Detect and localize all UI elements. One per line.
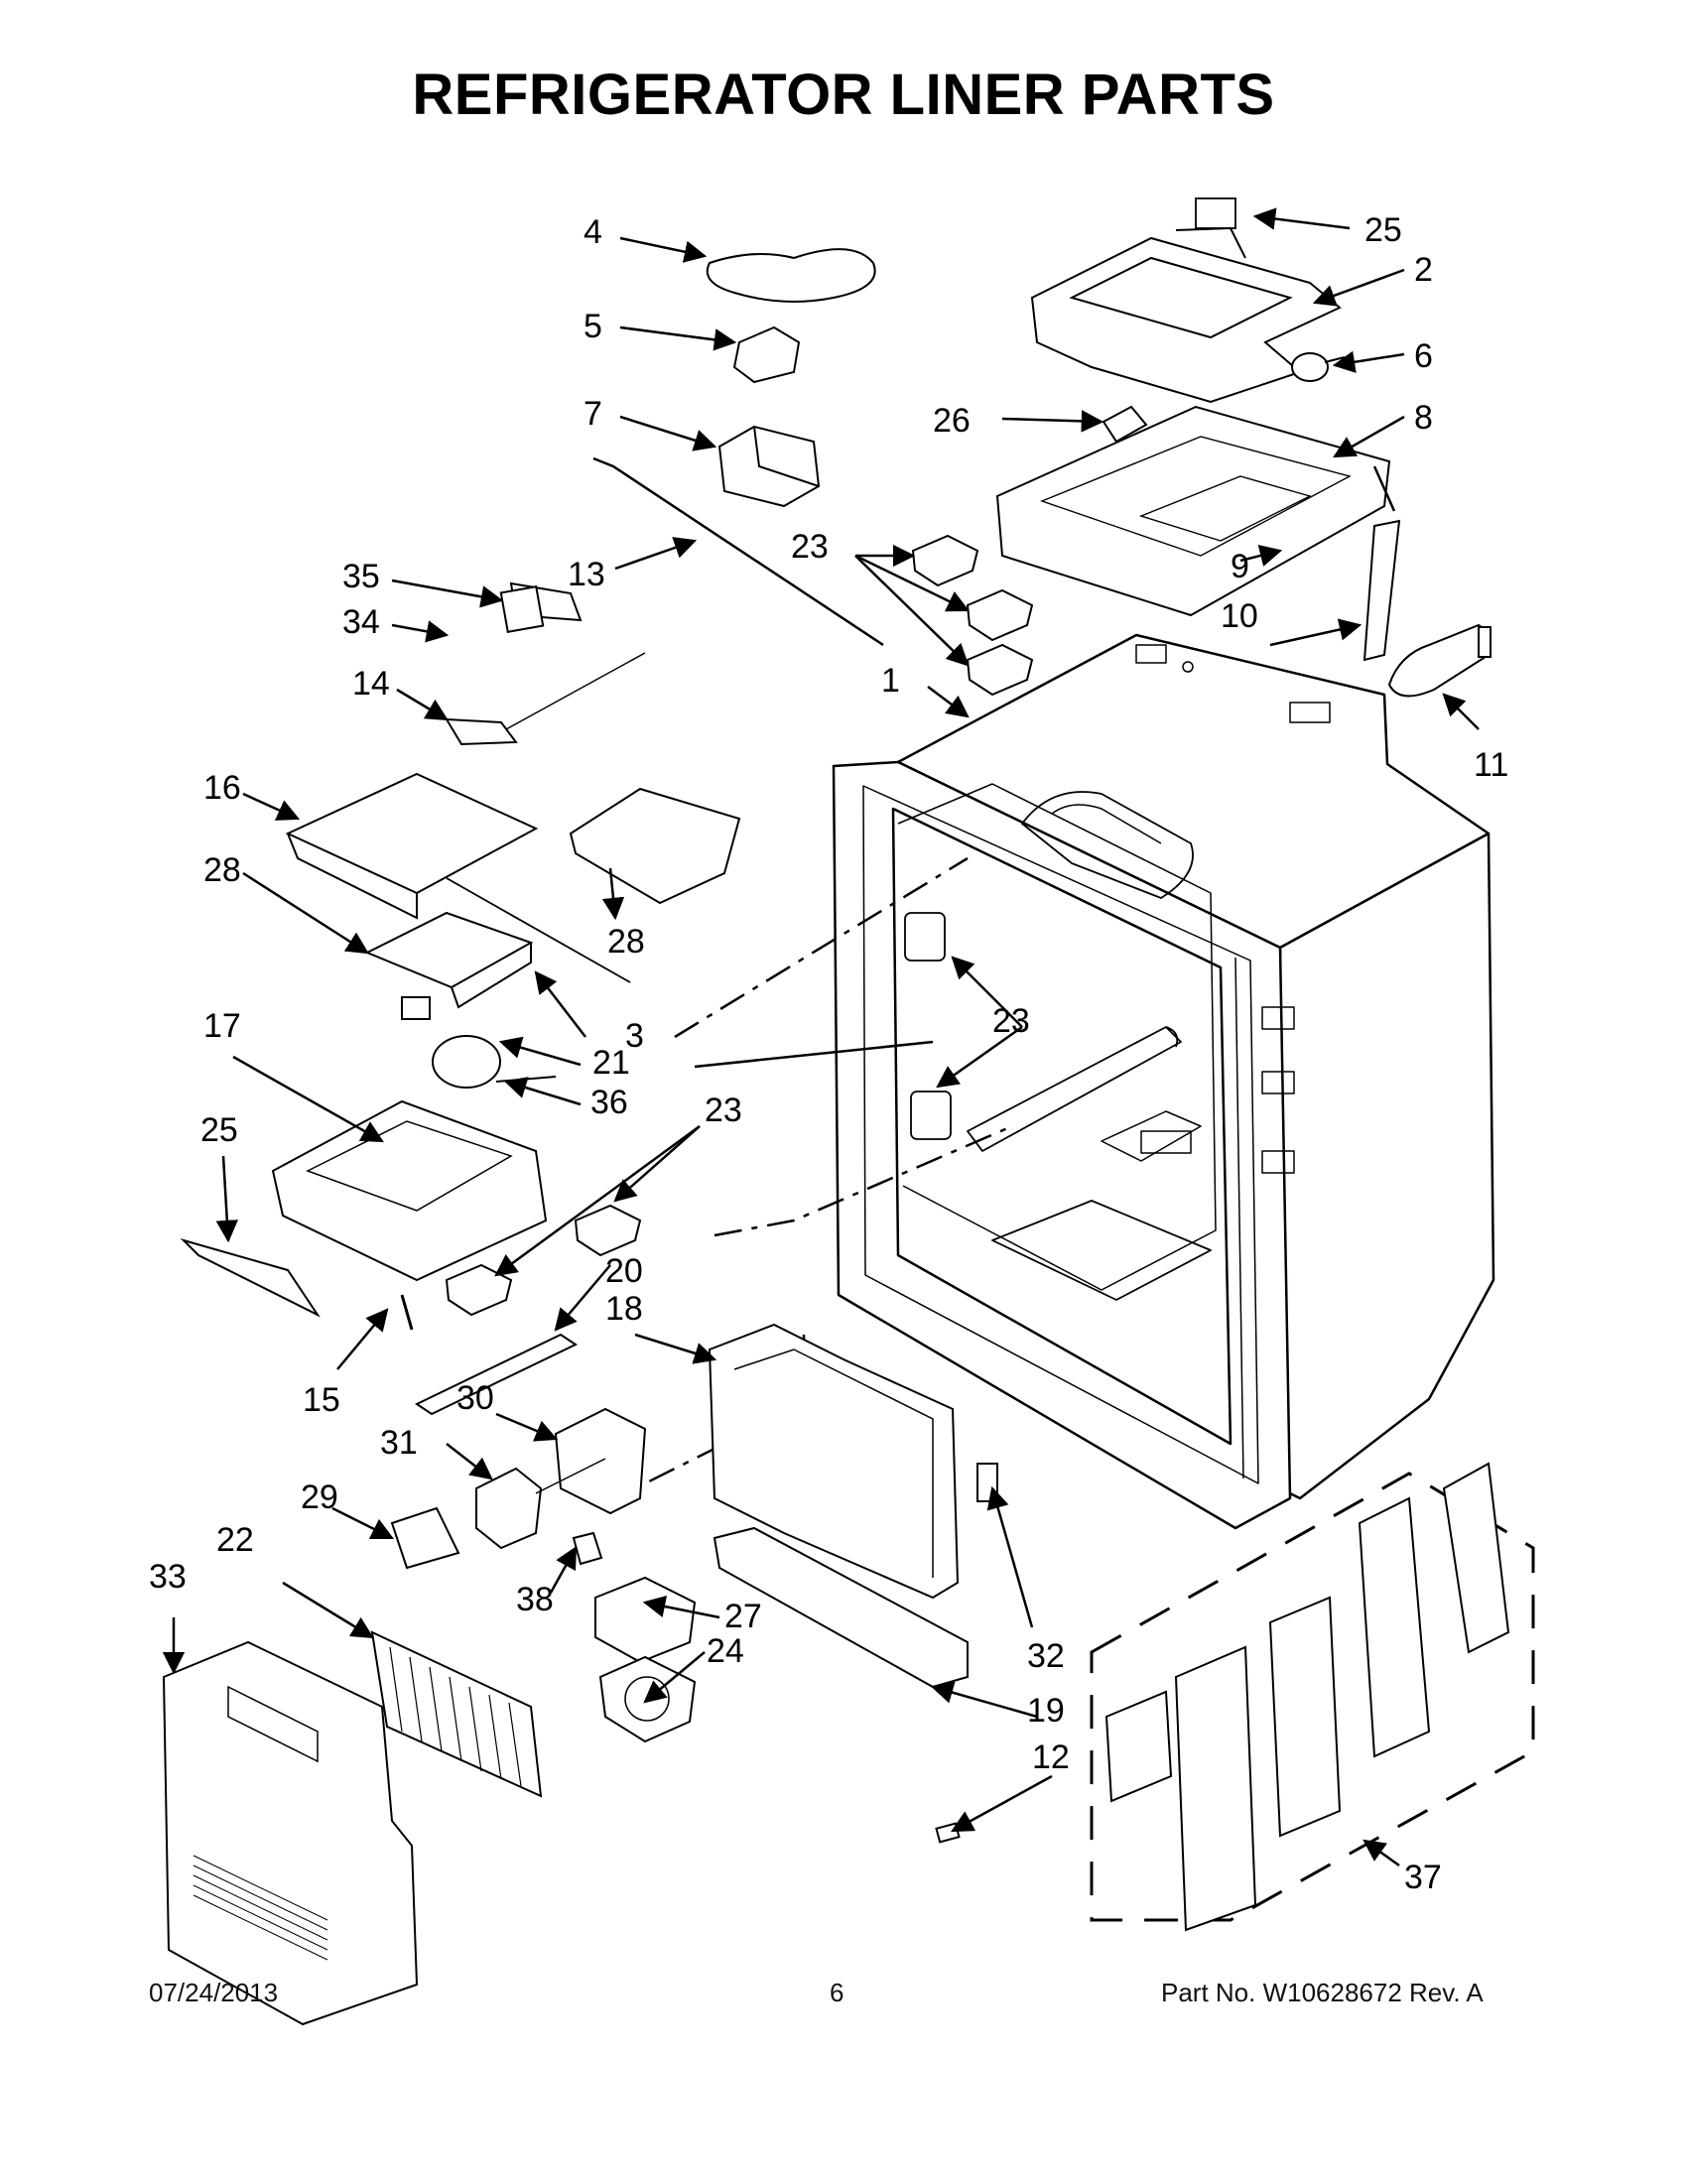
- callout-1: 1: [881, 662, 900, 700]
- callout-31: 29: [301, 1478, 338, 1516]
- callout-9: 9: [1231, 548, 1249, 585]
- callout-36: 34: [342, 603, 380, 641]
- footer-part-number: Part No. W10628672 Rev. A: [1161, 1978, 1484, 2007]
- callout-25: 25: [200, 1111, 238, 1149]
- callout-labels: 25 2 6 8 9 10 11 26 4 5 7 23 1 13 35 34 …: [149, 211, 1508, 1896]
- callout-4: 4: [584, 213, 602, 251]
- callout-29: 27: [724, 1598, 762, 1635]
- callout-6: 6: [1414, 337, 1433, 375]
- upper-left-parts: [180, 248, 1034, 1416]
- callout-32: 30: [456, 1379, 494, 1417]
- callout-33: 31: [380, 1424, 418, 1462]
- callout-27: 25: [1364, 211, 1402, 249]
- callout-38: 36: [590, 1084, 628, 1121]
- callout-10: 10: [1221, 597, 1258, 635]
- callout-15: 15: [303, 1381, 340, 1419]
- callout-22: 22: [216, 1521, 254, 1559]
- callout-2: 2: [1414, 251, 1433, 289]
- callout-11: 11: [1474, 746, 1508, 784]
- callout-8: 8: [1414, 399, 1433, 437]
- callout-23-right: 23: [992, 1002, 1030, 1040]
- callout-24: 24: [707, 1632, 744, 1670]
- lower-parts: [162, 1323, 998, 2026]
- callout-16: 16: [203, 769, 241, 807]
- callout-14: 14: [352, 665, 390, 703]
- callout-18: 18: [605, 1290, 643, 1328]
- callout-28: 28: [203, 851, 241, 889]
- callout-12: 12: [1032, 1738, 1070, 1776]
- page-title: REFRIGERATOR LINER PARTS: [412, 63, 1275, 127]
- callout-23-top: 23: [791, 528, 829, 566]
- footer-date: 07/24/2013: [149, 1978, 279, 2007]
- callout-34: 32: [1027, 1637, 1065, 1675]
- callout-13: 13: [568, 556, 605, 593]
- callout-7: 7: [584, 395, 602, 433]
- callout-40: 38: [516, 1581, 554, 1618]
- callout-37: 35: [342, 558, 380, 595]
- callout-23-middle: 23: [705, 1092, 742, 1129]
- callout-26: 26: [933, 402, 971, 440]
- dispenser-panel-group: [1090, 1462, 1535, 1932]
- callout-5: 5: [584, 308, 602, 345]
- callout-30: 28: [607, 923, 645, 961]
- callout-20: 20: [605, 1252, 643, 1290]
- callout-39: 37: [1404, 1859, 1442, 1896]
- callout-21: 21: [592, 1044, 630, 1082]
- callout-17: 17: [203, 1007, 241, 1045]
- callout-19: 19: [1027, 1692, 1065, 1730]
- control-housing-part: [995, 197, 1492, 698]
- callout-3: 3: [625, 1017, 644, 1055]
- callout-35: 33: [149, 1558, 187, 1596]
- callout-leaders: [162, 207, 1480, 1867]
- footer-page-number: 6: [830, 1978, 844, 2007]
- liner-box-part: [832, 633, 1495, 1530]
